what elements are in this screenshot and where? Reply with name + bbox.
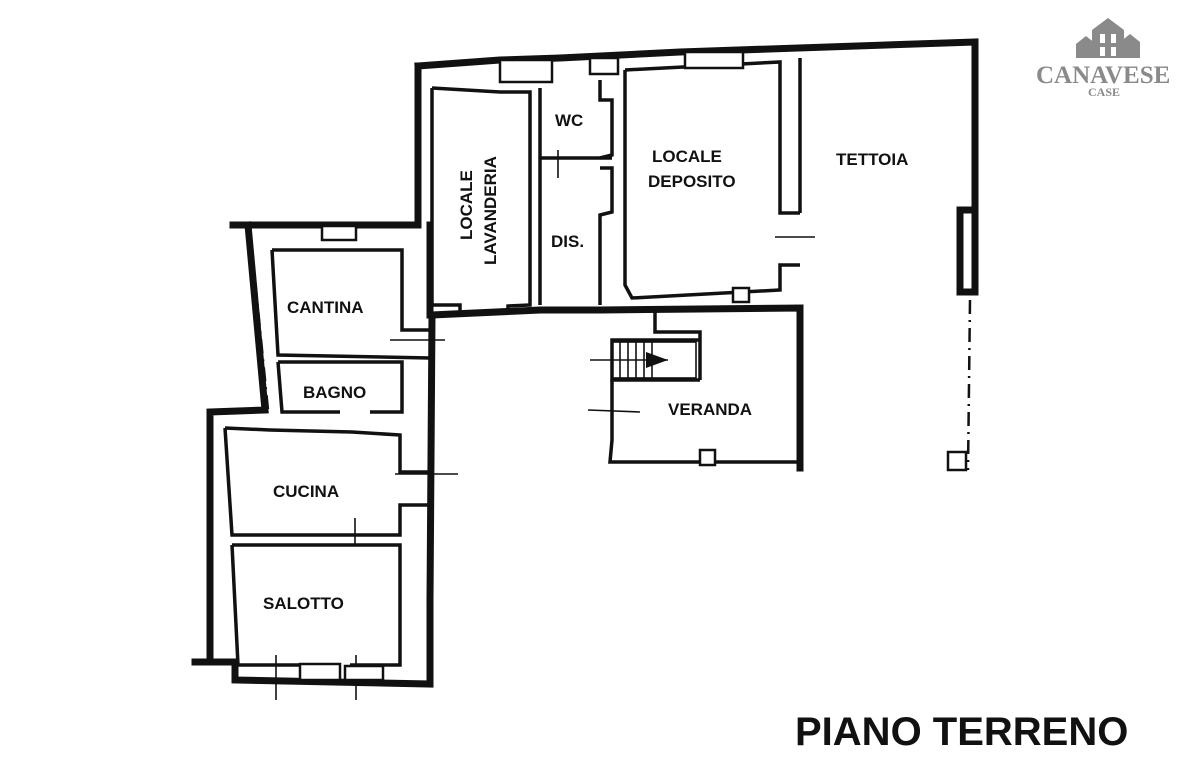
wc-dis-walls	[538, 80, 614, 305]
label-cantina: CANTINA	[287, 298, 364, 317]
veranda-walls	[587, 310, 968, 472]
outer-walls	[191, 38, 979, 688]
cucina-walls	[223, 426, 458, 545]
lavanderia-walls	[430, 86, 532, 312]
label-veranda: VERANDA	[668, 400, 752, 419]
room-labels: LOCALE LAVANDERIA WC DIS. LOCALE DEPOSIT…	[263, 111, 908, 613]
label-deposito-1: LOCALE	[652, 147, 722, 166]
stairs	[590, 341, 697, 379]
label-lavanderia-2: LAVANDERIA	[481, 156, 500, 265]
label-wc: WC	[555, 111, 583, 130]
label-salotto: SALOTTO	[263, 594, 344, 613]
label-deposito-2: DEPOSITO	[648, 172, 736, 191]
bagno-walls	[276, 360, 404, 414]
houses-icon	[1076, 18, 1140, 58]
label-lavanderia-1: LOCALE	[457, 170, 476, 240]
boundary-lines	[210, 227, 972, 660]
label-tettoia: TETTOIA	[836, 150, 908, 169]
label-bagno: BAGNO	[303, 383, 366, 402]
cantina-walls	[270, 248, 445, 360]
logo-brand: CANAVESE	[1036, 62, 1170, 89]
label-cucina: CUCINA	[273, 482, 339, 501]
brand-logo: CANAVESE CASE	[1036, 18, 1170, 99]
plan-title: PIANO TERRENO	[795, 710, 1128, 754]
label-dis: DIS.	[551, 232, 584, 251]
stair-arrow-icon	[646, 352, 668, 368]
windows	[298, 50, 751, 682]
logo-sub: CASE	[1088, 85, 1120, 99]
